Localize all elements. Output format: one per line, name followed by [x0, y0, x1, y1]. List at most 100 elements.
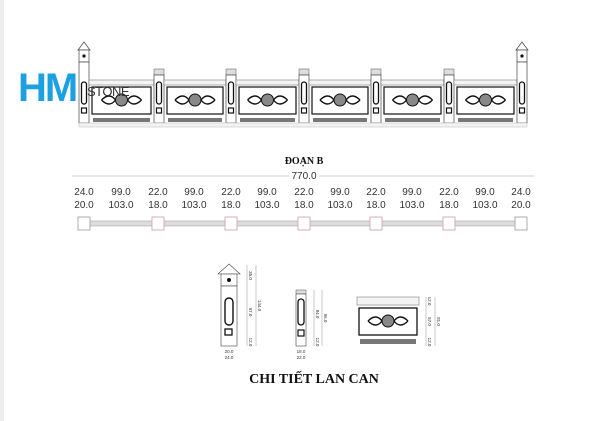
main-post-total: 144.0 [257, 300, 262, 312]
post-square [80, 107, 88, 114]
total-length: 770.0 [291, 171, 316, 182]
small-post-total: 96.0 [323, 314, 328, 323]
dimension-bottom: 103.0 [181, 200, 206, 211]
dimension-top: 22.0 [366, 187, 386, 198]
dimension-bottom: 18.0 [148, 200, 168, 211]
detail-lantern-hole [227, 278, 231, 282]
dimension-top: 24.0 [511, 187, 531, 198]
post-cap [77, 41, 91, 51]
detail-post-slot [224, 297, 234, 326]
post-slot [227, 81, 235, 105]
dimension-top: 22.0 [221, 187, 241, 198]
dimension-top: 22.0 [294, 187, 314, 198]
detail-post-cap [217, 263, 241, 275]
dimension-top: 22.0 [439, 187, 459, 198]
plan-post [77, 216, 91, 231]
post-square [227, 107, 235, 114]
panel-medallion [115, 93, 128, 107]
dimension-bottom: 103.0 [472, 200, 497, 211]
panel-medallion [479, 93, 492, 107]
post-square [372, 107, 380, 114]
panel-rail [453, 79, 518, 86]
main-post-h3: 12.0 [248, 338, 253, 347]
dimension-bottom: 103.0 [254, 200, 279, 211]
post-slot [155, 81, 163, 105]
dimension-top: 22.0 [148, 187, 168, 198]
greek-key-band [168, 118, 222, 122]
panel-medallion [333, 93, 347, 107]
post-slot [80, 81, 88, 105]
dimension-bottom: 18.0 [366, 200, 386, 211]
detail-small-post-square [297, 329, 305, 337]
post-square [445, 107, 453, 114]
plan-post [224, 216, 238, 231]
detail-panel-medallion [381, 314, 395, 328]
panel-h2: 57.0 [427, 317, 432, 326]
dimension-top: 99.0 [402, 187, 422, 198]
dimension-top: 99.0 [184, 187, 204, 198]
detail-views: 35.097.012.0144.020.024.084.012.096.018.… [217, 263, 441, 360]
post-slot [518, 81, 526, 105]
panel-total: 81.0 [436, 317, 441, 326]
main-post-width: 24.0 [225, 355, 234, 360]
plan-title: ĐOẠN B [285, 156, 324, 167]
small-post-h1: 84.0 [315, 310, 320, 319]
panel-h1: 12.0 [427, 297, 432, 306]
plan-post [297, 216, 311, 231]
greek-key-band [93, 118, 150, 122]
balustrade-drawing: ĐOẠN B 770.0 24.020.099.0103.022.018.099… [72, 41, 534, 387]
detail-greek-key-band [360, 339, 416, 344]
post-cap [443, 68, 455, 76]
panel-rail [235, 79, 300, 86]
dimension-bottom: 20.0 [74, 200, 94, 211]
post-square [518, 107, 526, 114]
panel-medallion [261, 93, 274, 107]
post-slot [445, 81, 453, 105]
dimension-bottom: 103.0 [399, 200, 424, 211]
post-square [300, 107, 308, 114]
panel-rail [308, 79, 372, 86]
details-title: CHI TIẾT LAN CAN [249, 370, 379, 387]
dimension-top: 99.0 [111, 187, 131, 198]
dimension-bottom: 20.0 [511, 200, 531, 211]
panel-medallion [406, 93, 419, 107]
base [78, 122, 528, 128]
greek-key-band [458, 118, 513, 122]
small-post-width: 22.0 [297, 355, 306, 360]
lantern-hole [520, 54, 524, 58]
post-cap [298, 68, 310, 76]
plan-post [369, 216, 383, 231]
greek-key-band [385, 118, 440, 122]
lantern-hole [82, 54, 86, 58]
panel-h3: 12.0 [427, 338, 432, 347]
small-post-h2: 12.0 [315, 338, 320, 347]
detail-small-post-cap [295, 289, 307, 295]
post-slot [372, 81, 380, 105]
plan-post [151, 216, 165, 231]
post-cap [515, 41, 529, 51]
post-slot [300, 81, 308, 105]
post-square [155, 107, 163, 114]
panel-medallion [188, 93, 202, 107]
detail-post-square [224, 328, 233, 336]
post-cap [153, 68, 165, 76]
dimension-top: 99.0 [475, 187, 495, 198]
dimension-top: 24.0 [74, 187, 94, 198]
detail-small-post-slot [297, 298, 305, 326]
dimension-bottom: 18.0 [439, 200, 459, 211]
dimension-top: 99.0 [330, 187, 350, 198]
dimension-bottom: 18.0 [294, 200, 314, 211]
dimension-bottom: 18.0 [221, 200, 241, 211]
main-post-h2: 97.0 [248, 308, 253, 317]
main-post-h1: 35.0 [248, 271, 253, 280]
small-post-width: 18.0 [297, 349, 306, 354]
plan-post [514, 216, 528, 231]
plan-post [442, 216, 456, 231]
panel-rail [380, 79, 445, 86]
logo: HM [18, 66, 78, 110]
post-cap [225, 68, 237, 76]
detail-panel-rail [356, 296, 420, 306]
greek-key-band [313, 118, 367, 122]
panel-rail [163, 79, 227, 86]
dimension-top: 99.0 [257, 187, 277, 198]
